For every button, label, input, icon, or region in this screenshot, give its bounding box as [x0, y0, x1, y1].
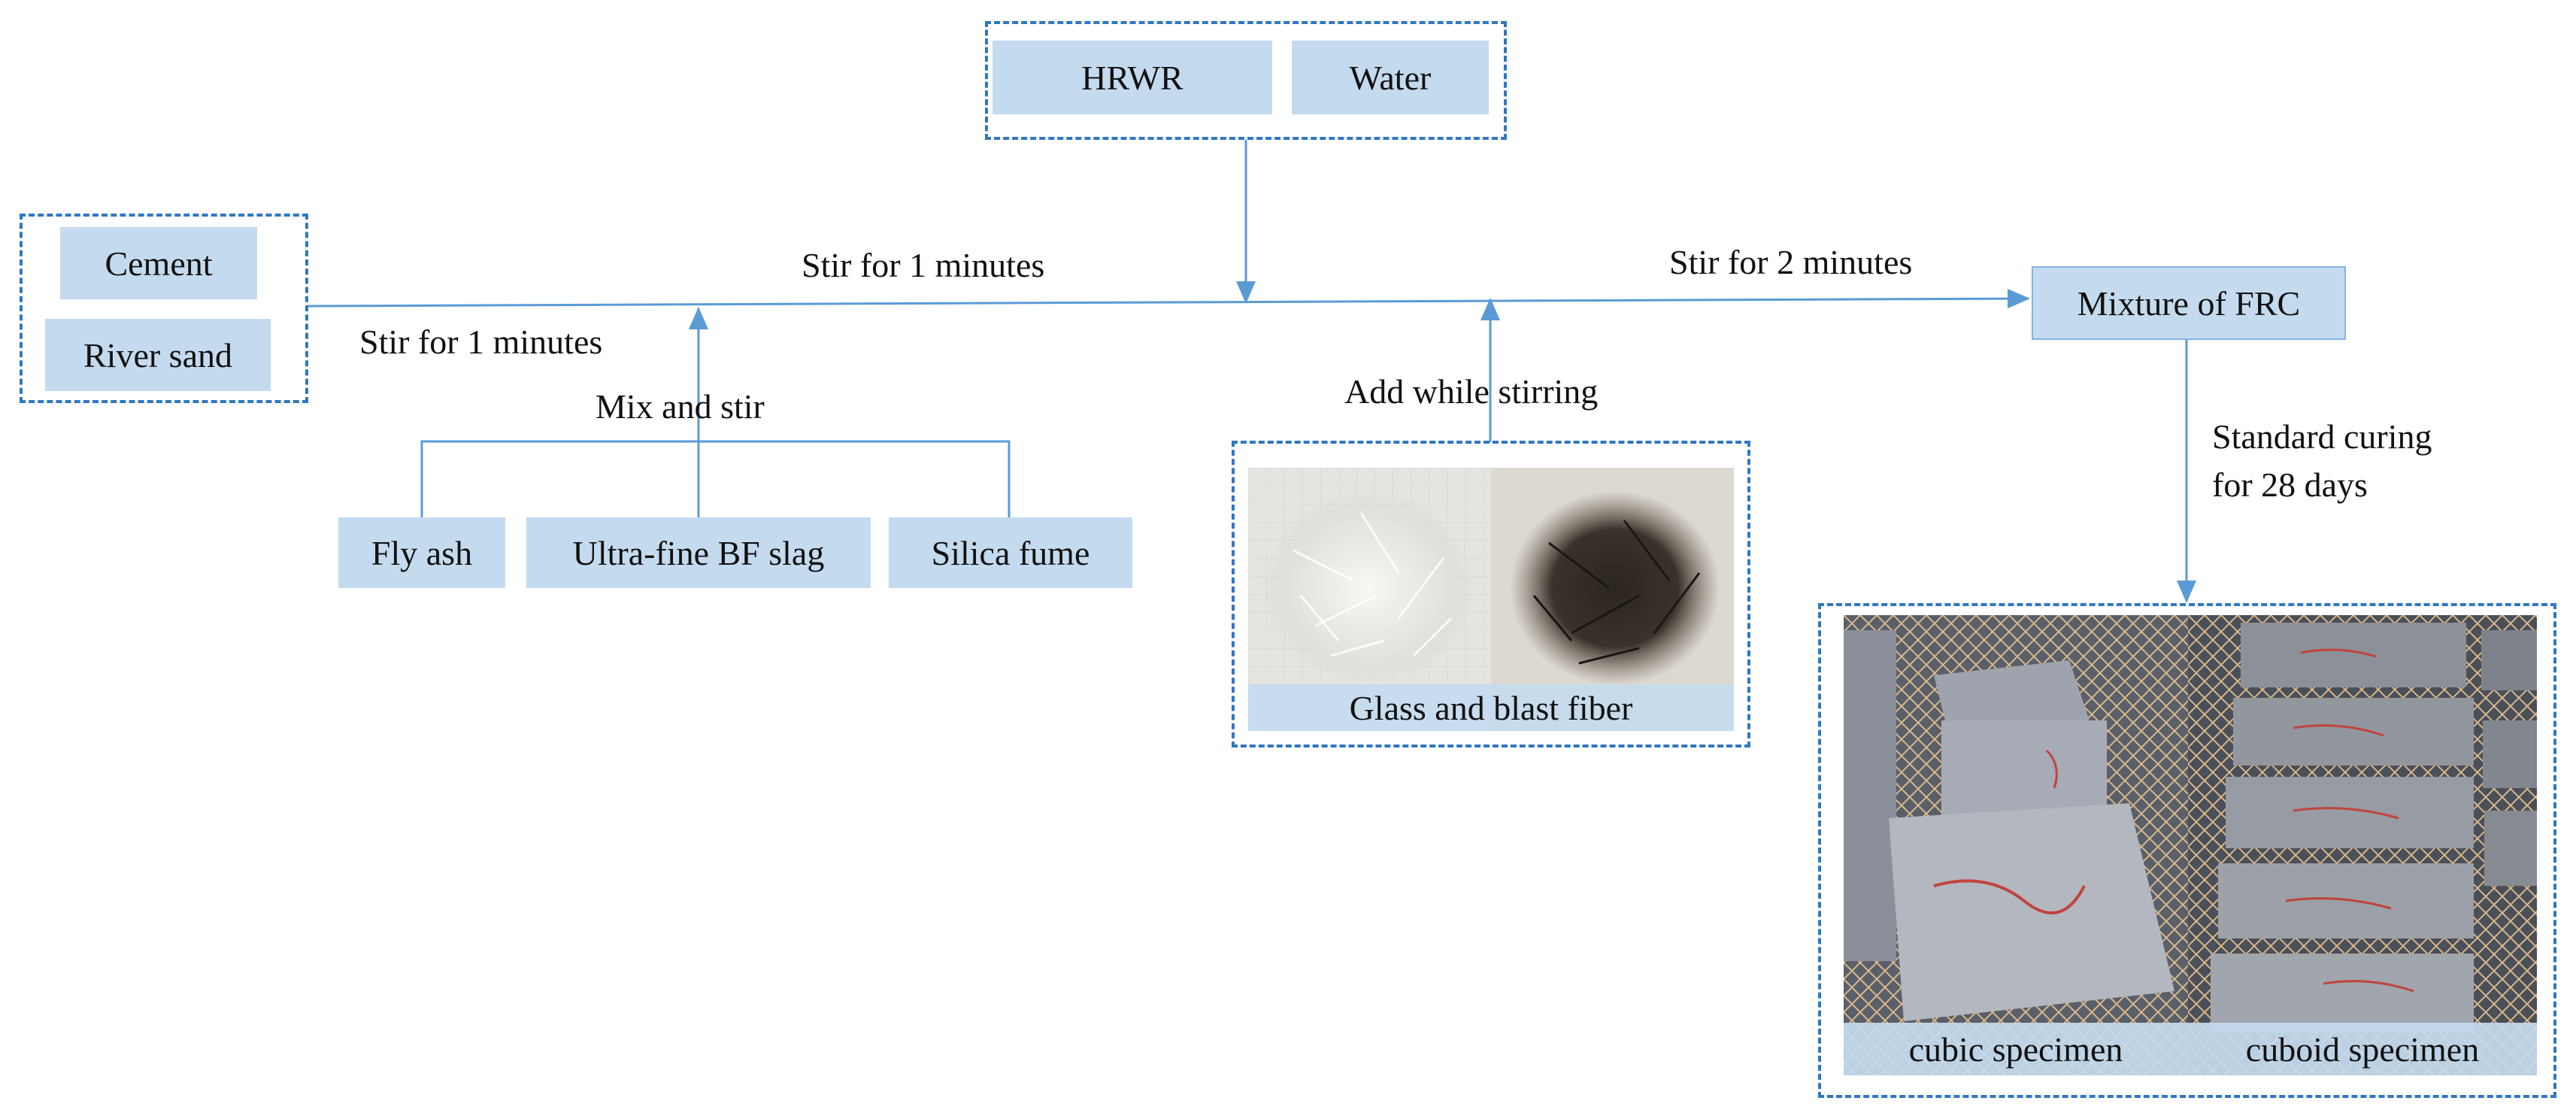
fiber-caption: Glass and blast fiber [1248, 684, 1734, 731]
cement-box: Cement [60, 227, 257, 299]
cubic-specimen-image [1844, 615, 2188, 1075]
hrwr-box: HRWR [993, 41, 1272, 114]
main-flow-arrow [308, 299, 2029, 306]
fiber-photo: Glass and blast fiber [1248, 468, 1734, 731]
mix-and-stir-label: Mix and stir [596, 387, 765, 426]
stir-1-minute-top-label: Stir for 1 minutes [802, 245, 1044, 285]
slag-box: Ultra-fine BF slag [526, 517, 871, 588]
cuboid-specimen-photo: cuboid specimen [2188, 615, 2537, 1075]
binder-bracket [422, 441, 1009, 517]
stir-2-minutes-label: Stir for 2 minutes [1669, 242, 1912, 282]
cubic-caption: cubic specimen [1844, 1023, 2188, 1075]
cubic-specimen-photo: cubic specimen [1844, 615, 2188, 1075]
silica-fume-box: Silica fume [889, 517, 1132, 588]
mixture-frc-box: Mixture of FRC [2032, 266, 2346, 340]
fly-ash-box: Fly ash [338, 517, 505, 588]
curing-label-line2: for 28 days [2212, 465, 2368, 505]
cuboid-caption: cuboid specimen [2188, 1023, 2537, 1075]
stir-1-minute-bottom-label: Stir for 1 minutes [359, 322, 602, 362]
add-while-stirring-label: Add while stirring [1344, 371, 1598, 411]
curing-label-line1: Standard curing [2212, 417, 2432, 456]
water-box: Water [1292, 41, 1489, 114]
river-sand-box: River sand [45, 319, 271, 391]
cuboid-specimen-image [2188, 615, 2537, 1075]
